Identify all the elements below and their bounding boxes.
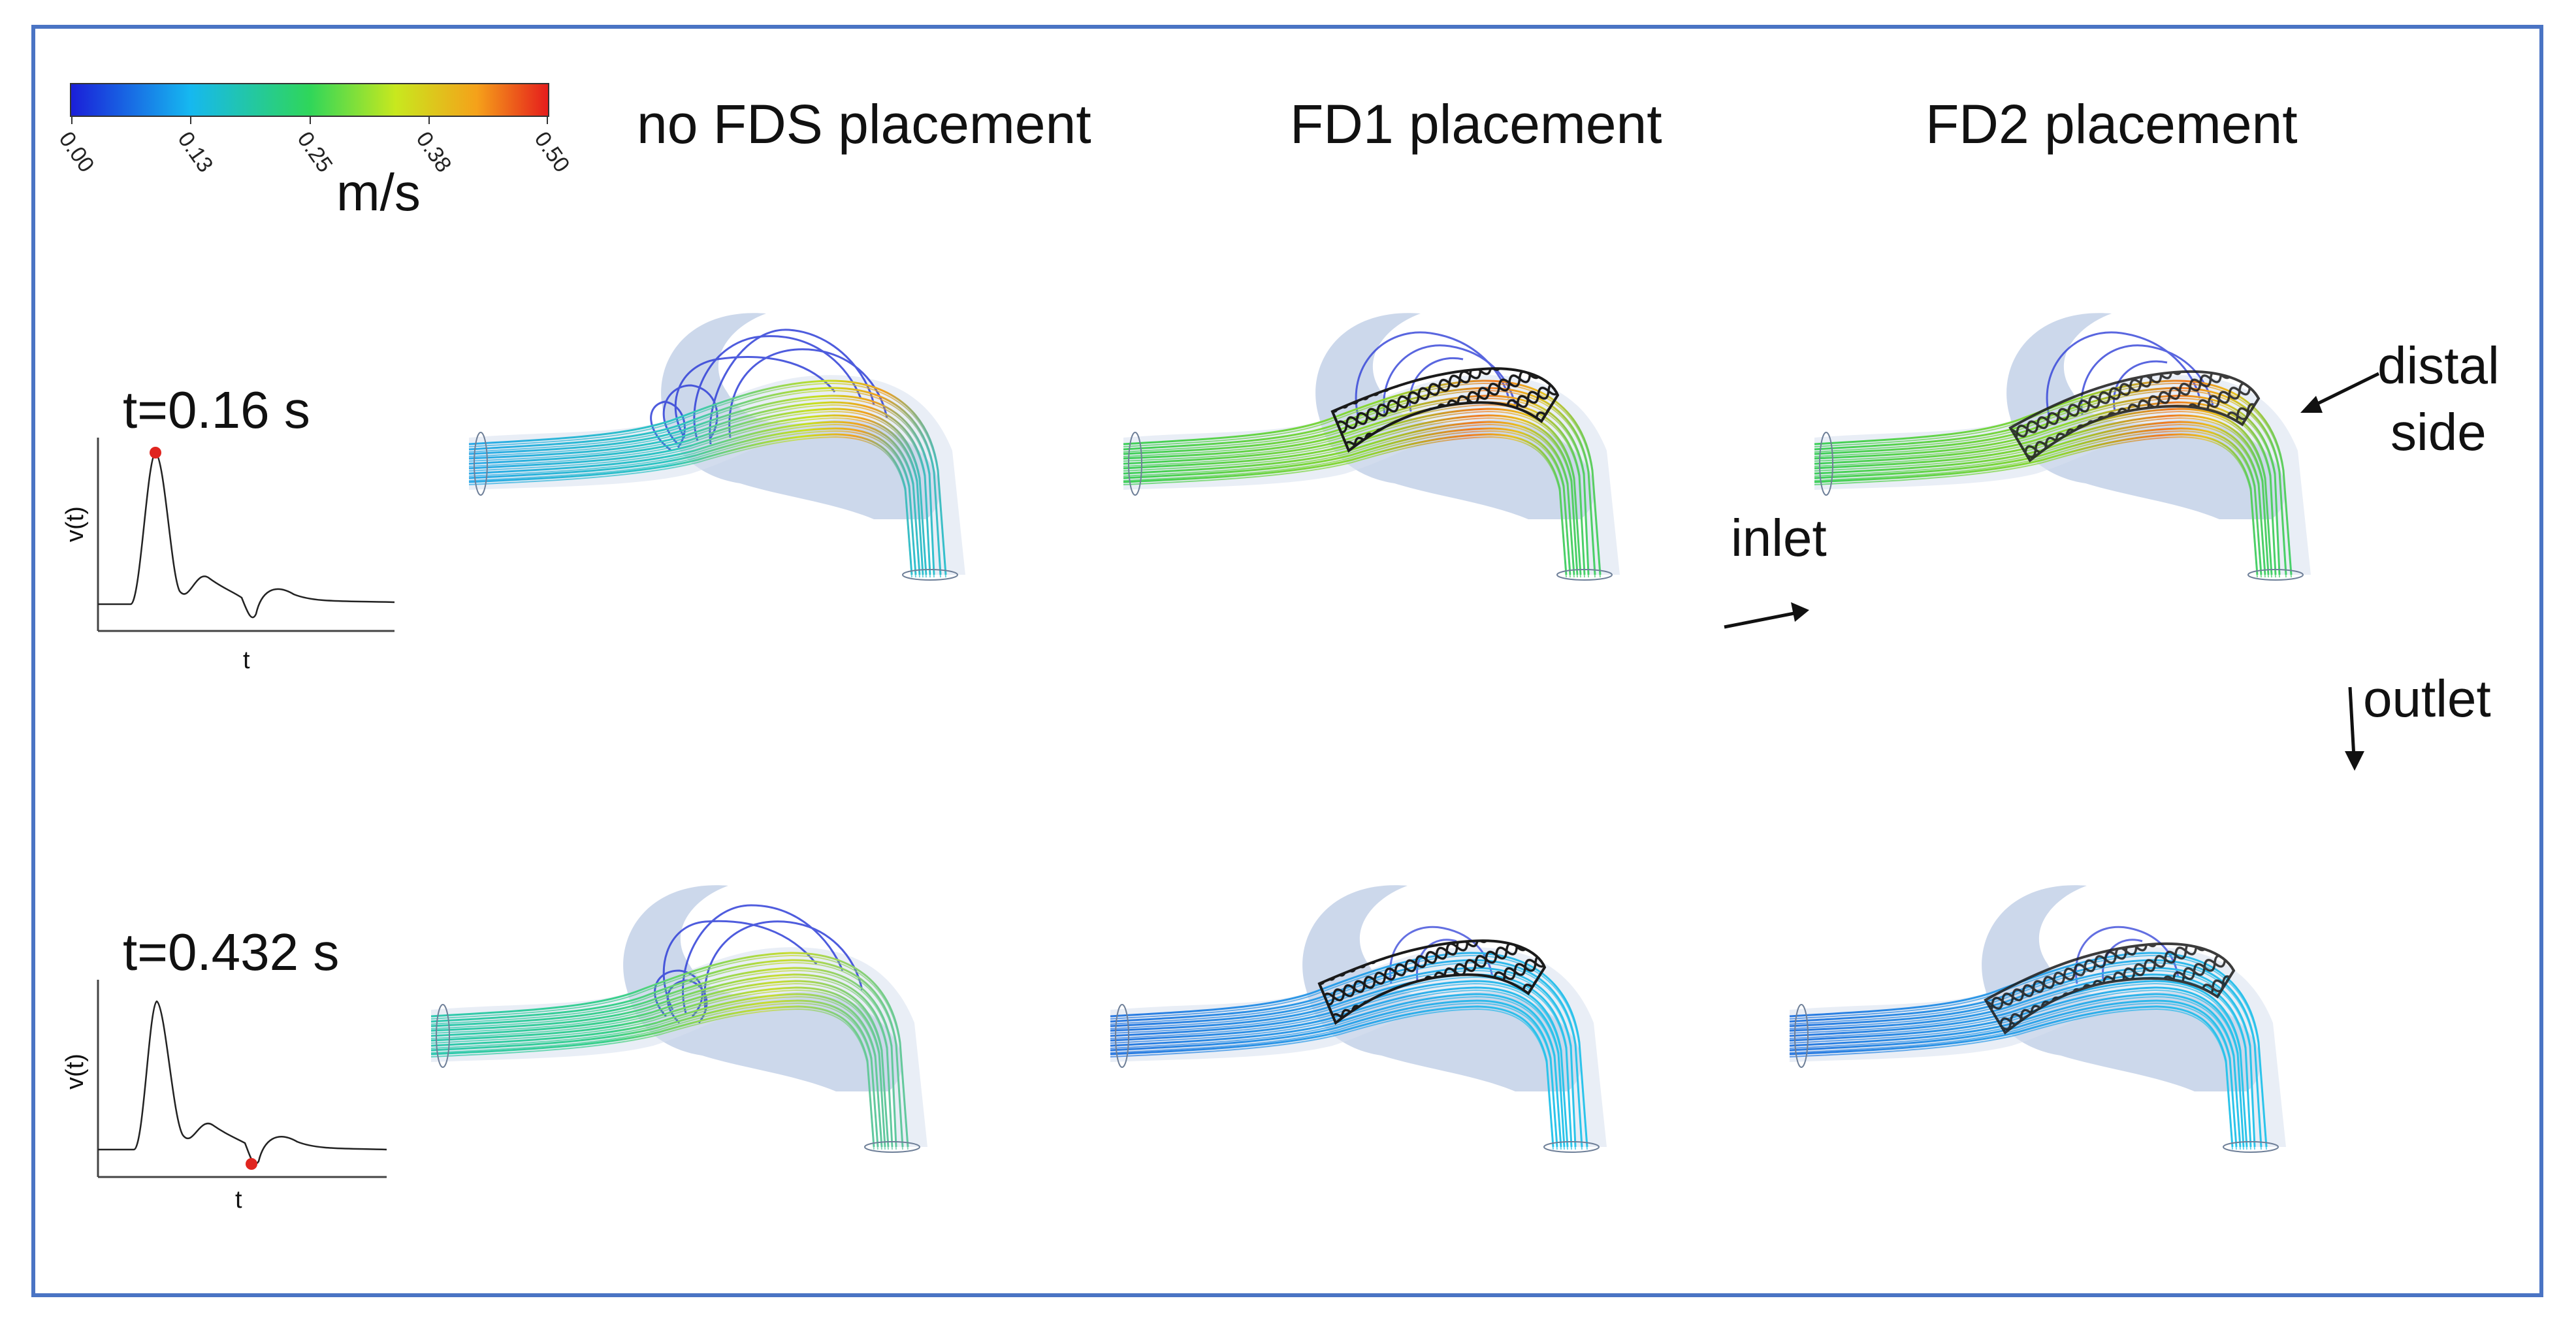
inset-marker-row1 <box>150 447 161 459</box>
stent-fd1-r1 <box>1330 367 1560 453</box>
vessel-r2-nofds <box>430 885 927 1153</box>
inset-xlabel-row1: t <box>243 647 250 674</box>
stent-fd1-r2 <box>1317 939 1547 1025</box>
time-label-row2: t=0.432 s <box>123 923 340 981</box>
column-title-fd1: FD1 placement <box>1290 93 1662 155</box>
vessel-r2-fd2 <box>1788 885 2286 1153</box>
colorbar-gradient <box>70 83 549 117</box>
inlet-arrow <box>1724 611 1798 629</box>
vessel-r1-fd1 <box>1122 313 1620 581</box>
figure-frame <box>31 25 2543 1297</box>
vessel-r1-nofds <box>468 313 965 581</box>
outlet-label: outlet <box>2363 669 2491 728</box>
vessel-r1-fd2 <box>1813 313 2311 581</box>
stent-fd2-r1 <box>2008 370 2261 462</box>
inset-xlabel-row2: t <box>235 1186 242 1214</box>
time-label-row1: t=0.16 s <box>123 381 310 439</box>
distal-arrow <box>2311 372 2380 408</box>
distal-label-line1: distal <box>2377 336 2500 395</box>
distal-arrowhead <box>2300 396 2323 413</box>
stent-fd2-r2 <box>1984 942 2236 1035</box>
inset-plot-row1 <box>97 438 395 632</box>
outlet-arrow <box>2348 686 2356 758</box>
inset-marker-row2 <box>246 1158 257 1170</box>
distal-label-line2: side <box>2391 403 2487 461</box>
colorbar-unit: m/s <box>336 163 421 221</box>
inlet-arrowhead <box>1791 602 1809 622</box>
column-title-no-fds: no FDS placement <box>637 93 1091 155</box>
inset-plot-row2 <box>97 980 387 1178</box>
column-title-fd2: FD2 placement <box>1925 93 2298 155</box>
annotation-arrows <box>1724 372 2380 771</box>
inlet-label: inlet <box>1731 509 1827 567</box>
vessel-r2-fd1 <box>1109 885 1607 1153</box>
outlet-arrowhead <box>2345 751 2364 771</box>
